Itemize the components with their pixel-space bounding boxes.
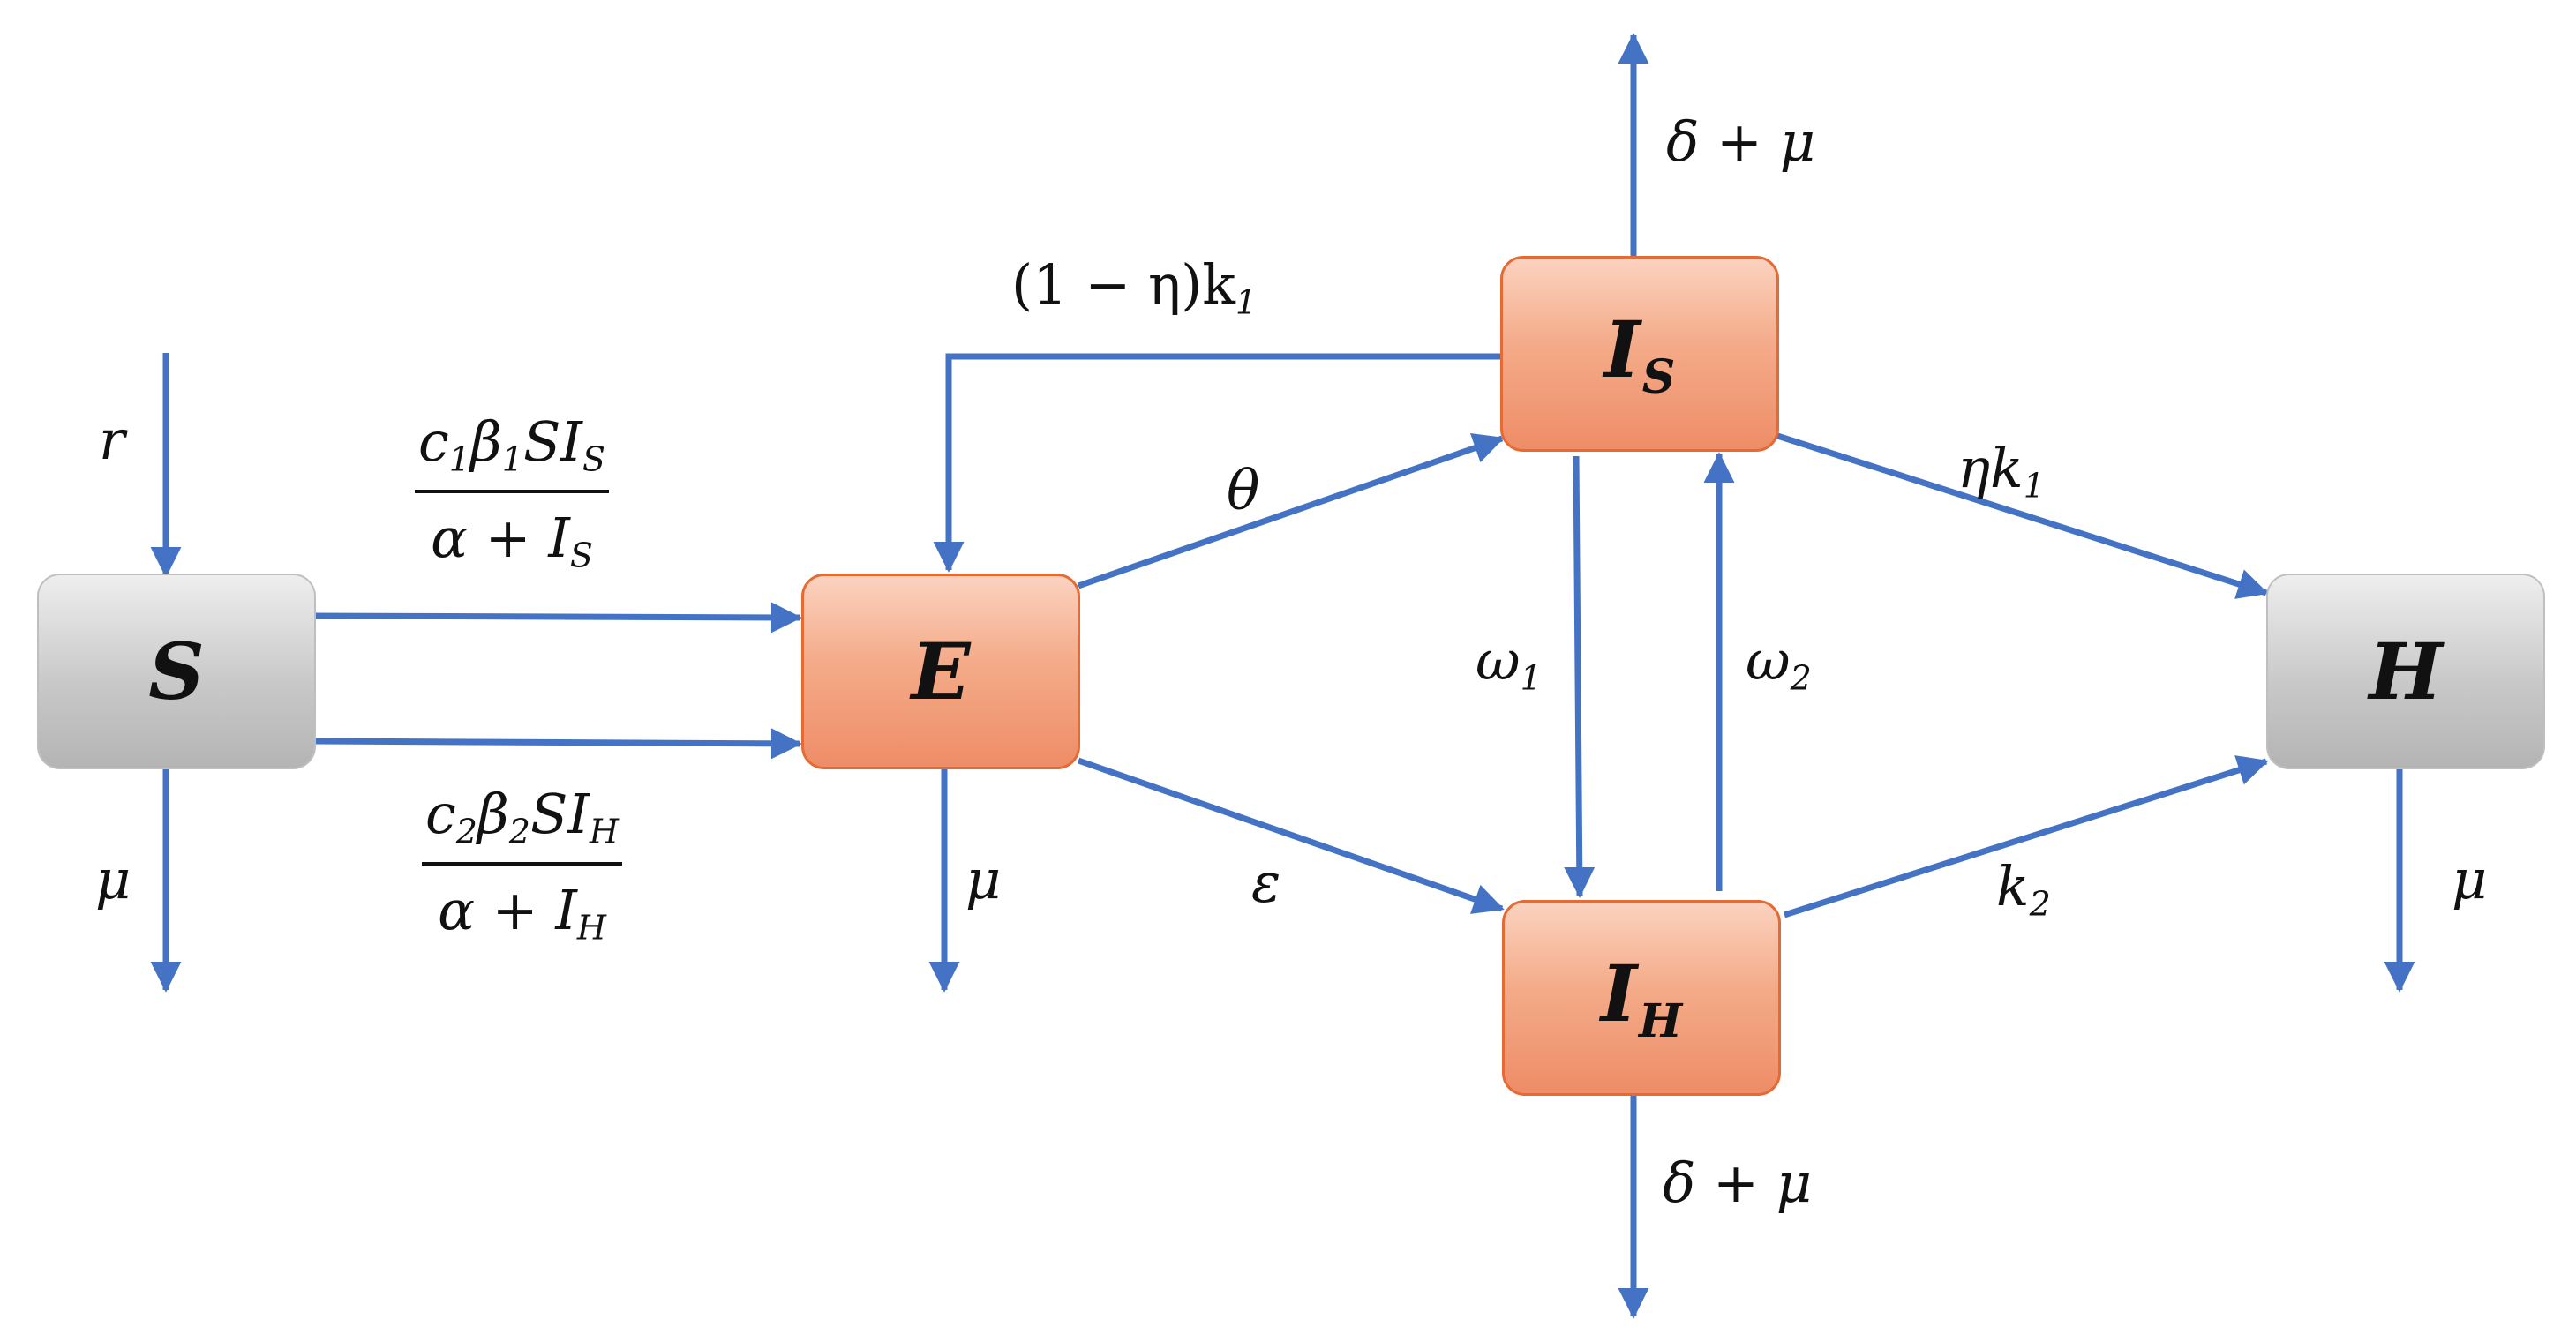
arrow-IH-to-H xyxy=(1783,755,2269,918)
label-infection-hospital: c2β2SIH α + IH xyxy=(422,782,623,948)
compartment-IS: IS xyxy=(1500,256,1779,452)
arrow-S-to-E-symptomatic xyxy=(313,602,802,634)
compartment-S: S xyxy=(37,574,316,769)
label-omega1: ω1 xyxy=(1476,628,1542,698)
label-one-minus-eta-k1: (1 − η)k1 xyxy=(1011,252,1258,322)
label-mu-E: μ xyxy=(965,847,1002,911)
arrow-E-to-IS xyxy=(1077,433,1505,589)
arrow-IS-to-E xyxy=(933,353,1500,573)
infection-hospital-numerator: c2β2SIH xyxy=(425,782,620,851)
infection-symptomatic-numerator: c1β1SIS xyxy=(418,409,605,479)
arrow-E-to-IH xyxy=(1077,757,1505,914)
label-recruitment: r xyxy=(99,408,125,472)
label-epsilon: ε xyxy=(1251,851,1281,915)
compartment-IH: IH xyxy=(1502,900,1781,1096)
label-delta-mu-IS: δ + μ xyxy=(1666,109,1815,174)
label-eta-k1: ηk1 xyxy=(1957,436,2045,506)
arrow-IS-to-IH xyxy=(1564,455,1596,898)
arrow-IS-to-H xyxy=(1770,431,2269,599)
compartment-H: H xyxy=(2266,574,2545,769)
label-infection-symptomatic: c1β1SIS α + IS xyxy=(415,415,609,573)
compartment-IS-label: IS xyxy=(1603,303,1676,405)
compartment-S-label: S xyxy=(148,626,205,717)
label-theta: θ xyxy=(1227,458,1260,522)
compartment-IH-label: IH xyxy=(1600,947,1683,1049)
infection-hospital-denominator: α + IH xyxy=(438,878,606,948)
infection-hospital-fraction-bar xyxy=(422,862,623,866)
compartment-E: E xyxy=(801,574,1080,769)
label-mu-S: μ xyxy=(95,847,131,911)
infection-symptomatic-fraction-bar xyxy=(415,490,609,494)
compartment-H-label: H xyxy=(2369,626,2443,717)
label-k2: k2 xyxy=(1996,854,2051,924)
compartment-E-label: E xyxy=(911,626,971,717)
label-omega2: ω2 xyxy=(1746,628,1812,698)
label-delta-mu-IH: δ + μ xyxy=(1663,1151,1812,1215)
infection-symptomatic-denominator: α + IS xyxy=(431,506,593,575)
label-mu-H: μ xyxy=(2452,847,2488,911)
arrow-S-to-E-hospital xyxy=(313,728,802,760)
